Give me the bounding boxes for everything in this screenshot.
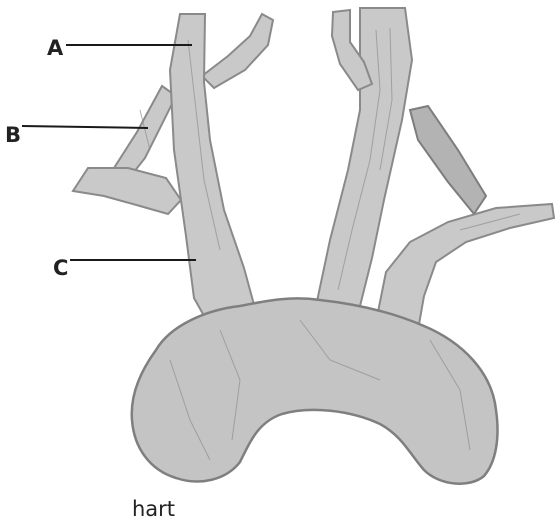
heart-body: [132, 298, 498, 483]
label-b: B: [5, 125, 21, 146]
leader-line-b: [22, 126, 148, 128]
left-side-stub: [73, 168, 181, 214]
label-a: A: [47, 38, 63, 59]
right-arch-vessel: [378, 204, 554, 330]
label-c: C: [53, 258, 68, 279]
heart-caption: hart: [132, 499, 175, 520]
upper-left-branch: [202, 14, 273, 88]
right-diagonal-vessel: [410, 106, 486, 214]
